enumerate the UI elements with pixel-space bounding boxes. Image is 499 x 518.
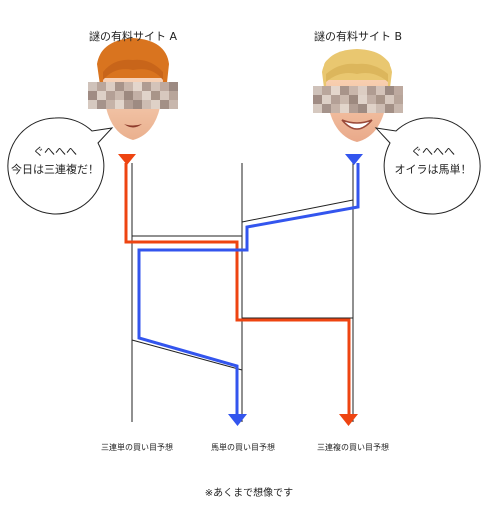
speech-a-line1: ぐへへへ [33, 145, 77, 158]
path-b-blue [137, 163, 360, 416]
disclaimer-note: ※あくまで想像です [204, 488, 294, 499]
speech-a-line2: 今日は三連複だ！ [11, 163, 99, 176]
face-b-mosaic [313, 86, 403, 113]
speech-bubble-b [374, 117, 481, 215]
path-a-red [124, 163, 351, 416]
speech-text-b: ぐへへへ オイラは馬単！ [385, 143, 481, 179]
site-a-title: 謎の有料サイト A [88, 30, 178, 43]
outcome-label-3: 三連複の買い目予想 [317, 443, 389, 452]
speech-b-line1: ぐへへへ [411, 145, 455, 158]
site-b-title: 謎の有料サイト B [313, 30, 403, 43]
speech-b-line2: オイラは馬単！ [394, 163, 472, 176]
speech-text-a: ぐへへへ 今日は三連複だ！ [7, 143, 103, 179]
speech-bubble-a [7, 117, 114, 215]
start-marker-a [118, 154, 136, 165]
end-arrow-blue [228, 414, 247, 426]
outcome-label-1: 三連単の買い目予想 [101, 443, 173, 452]
outcome-label-2: 馬単の買い目予想 [211, 443, 275, 452]
face-a-mosaic [88, 82, 178, 109]
end-arrow-red [339, 414, 358, 426]
start-marker-b [345, 154, 363, 165]
ladder-lines [131, 163, 354, 422]
